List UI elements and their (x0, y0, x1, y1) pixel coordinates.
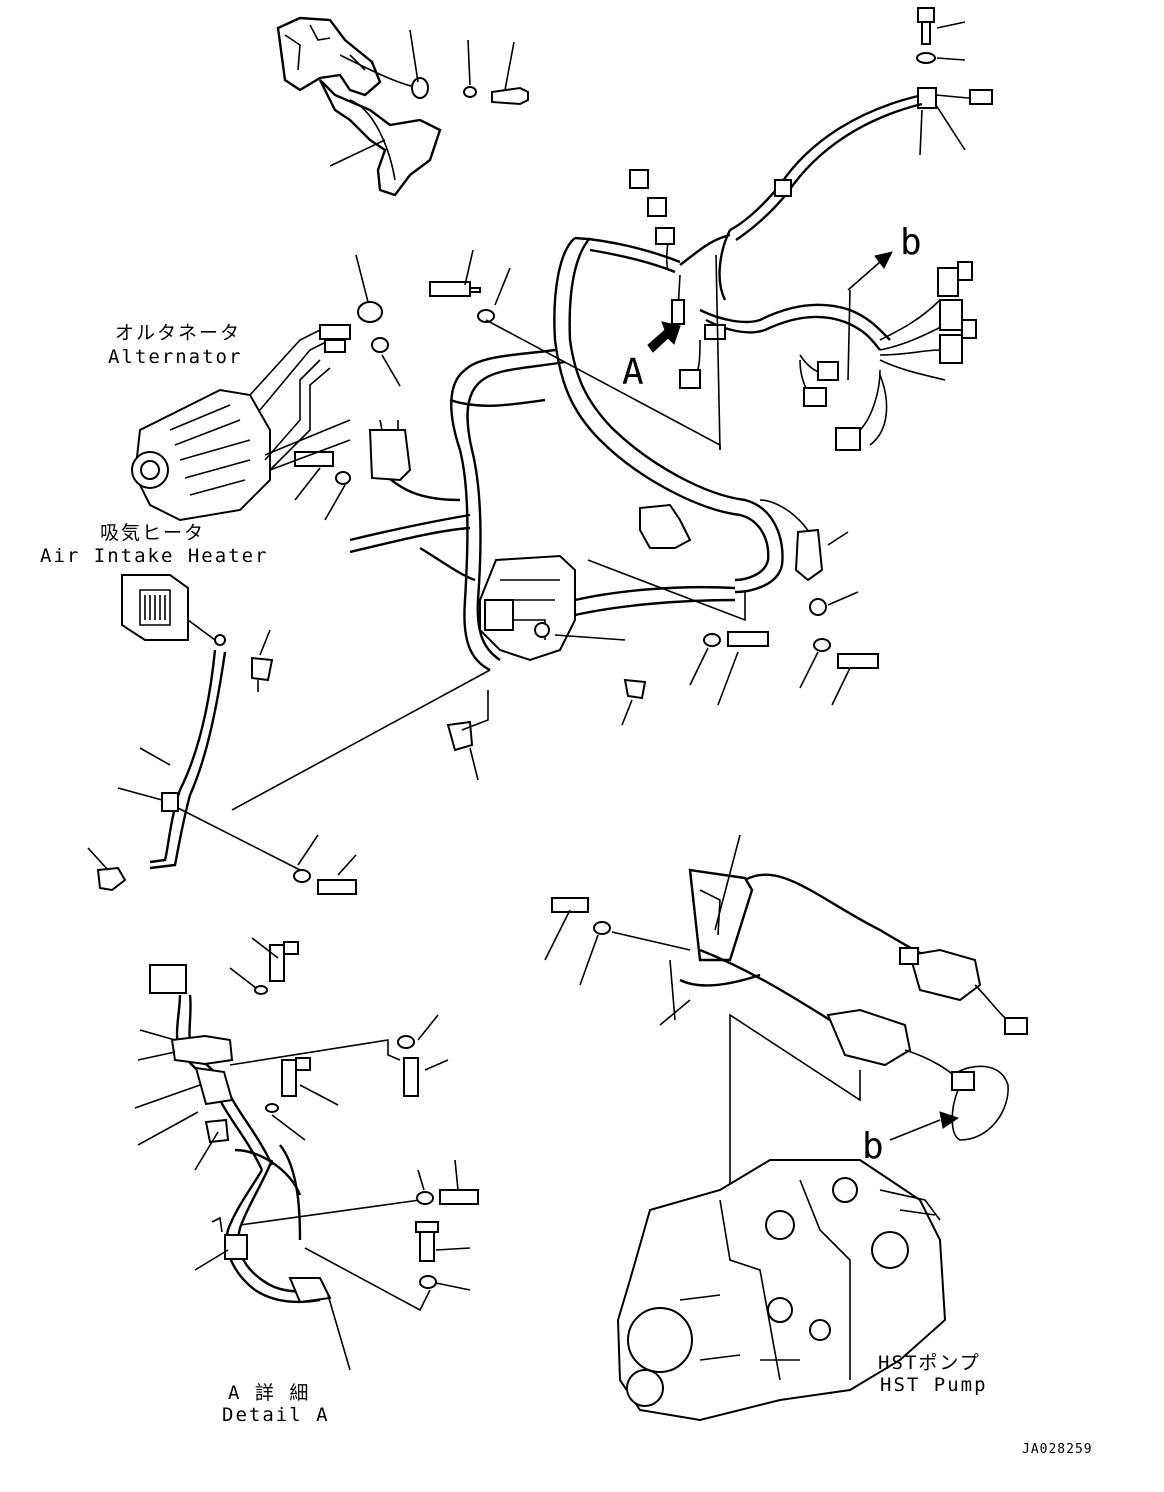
air-intake-heater (87, 574, 491, 895)
hst-pump (616, 1159, 947, 1422)
drawing-number: JA028259 (1022, 1442, 1093, 1457)
main-harness (294, 94, 977, 781)
alternator-label-en: Alternator (108, 346, 243, 368)
detail-a-label-en: Detail A (222, 1404, 330, 1426)
hst-pump-label-en: HST Pump (880, 1374, 988, 1396)
detail-a (134, 937, 479, 1371)
hst-harness (544, 251, 1028, 1260)
alternator (131, 254, 401, 522)
reference-b-top: b (900, 222, 922, 263)
view-a-arrow (647, 321, 681, 353)
detail-a-label-jp: A 詳 細 (228, 1382, 311, 1404)
reference-b-bottom: b (862, 1126, 884, 1167)
intake-heater-label-jp: 吸気ヒータ (100, 522, 206, 544)
alternator-label-jp: オルタネータ (115, 322, 242, 344)
detail-marker-a: A (622, 352, 644, 393)
intake-heater-label-en: Air Intake Heater (40, 545, 269, 567)
hst-pump-label-jp: HSTポンプ (878, 1352, 981, 1374)
top-bracket (276, 16, 529, 197)
top-right-clamp (916, 7, 993, 156)
